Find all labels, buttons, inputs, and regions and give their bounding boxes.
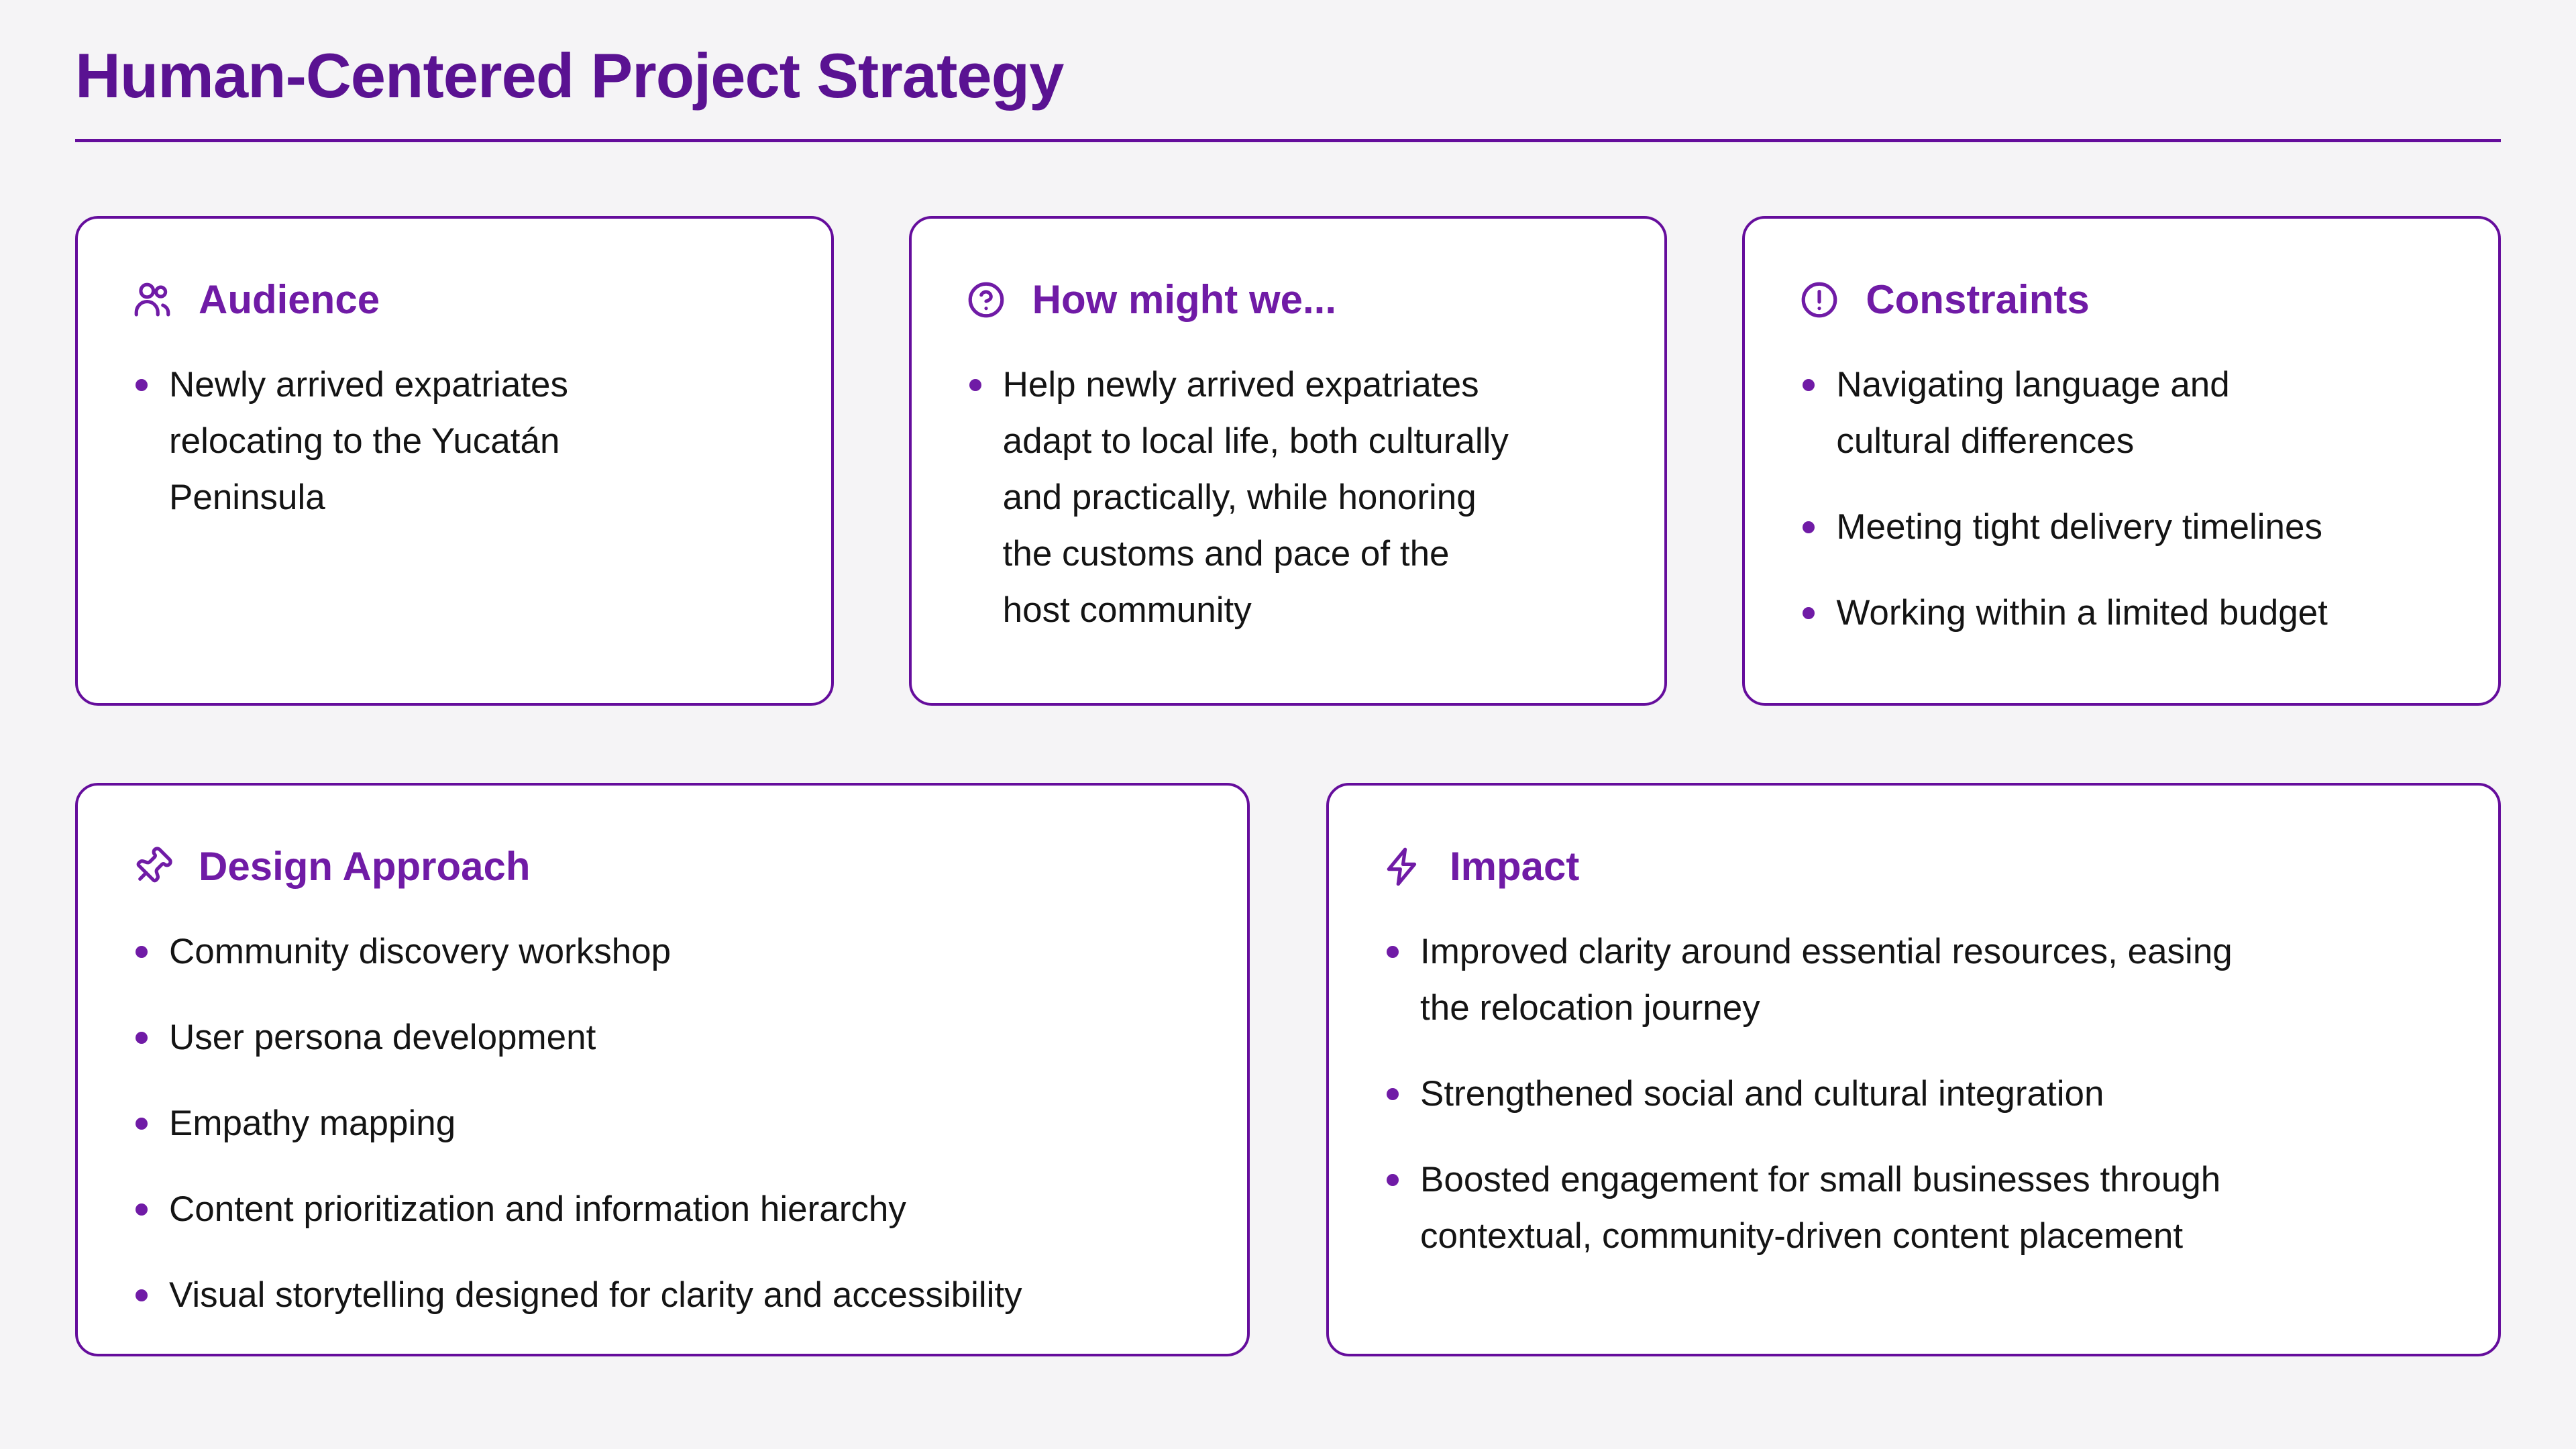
card-title: Constraints [1866, 277, 2090, 323]
title-divider [75, 139, 2501, 143]
bullet-list: Newly arrived expatriates relocating to … [131, 357, 777, 526]
bullet-item: Navigating language and cultural differe… [1799, 357, 2445, 470]
bullet-item: User persona development [131, 1010, 1193, 1066]
bullet-item: Boosted engagement for small businesses … [1383, 1152, 2445, 1265]
card-audience: Audience Newly arrived expatriates reloc… [75, 216, 834, 706]
cards-row-bottom: Design Approach Community discovery work… [75, 783, 2501, 1357]
card-header: How might we... [965, 278, 1611, 322]
bullet-item: Meeting tight delivery timelines [1799, 499, 2445, 555]
bullet-item: Empathy mapping [131, 1095, 1193, 1152]
bullet-list: Improved clarity around essential resour… [1383, 924, 2445, 1265]
bullet-item: Visual storytelling designed for clarity… [131, 1267, 1193, 1324]
cards-row-top: Audience Newly arrived expatriates reloc… [75, 216, 2501, 706]
bullet-item: Help newly arrived expatriates adapt to … [965, 357, 1611, 639]
card-title: How might we... [1032, 277, 1336, 323]
bullet-item: Content prioritization and information h… [131, 1181, 1193, 1238]
bullet-item: Working within a limited budget [1799, 585, 2445, 641]
page-title: Human-Centered Project Strategy [75, 40, 1064, 111]
bullet-item: Improved clarity around essential resour… [1383, 924, 2445, 1036]
card-header: Audience [131, 278, 777, 322]
card-constraints: Constraints Navigating language and cult… [1742, 216, 2501, 706]
card-design-approach: Design Approach Community discovery work… [75, 783, 1250, 1357]
card-title: Audience [199, 277, 380, 323]
bullet-list: Help newly arrived expatriates adapt to … [965, 357, 1611, 639]
card-header: Impact [1383, 845, 2445, 889]
page-header: Human-Centered Project Strategy [75, 40, 2501, 143]
alert-circle-icon [1799, 279, 1840, 321]
bullet-item: Newly arrived expatriates relocating to … [131, 357, 777, 526]
card-title: Design Approach [199, 844, 531, 890]
card-header: Design Approach [131, 845, 1193, 889]
zap-icon [1383, 846, 1424, 888]
users-icon [131, 279, 173, 321]
pin-icon [131, 846, 173, 888]
card-title: Impact [1450, 844, 1580, 890]
card-header: Constraints [1799, 278, 2445, 322]
help-circle-icon [965, 279, 1007, 321]
card-how-might-we: How might we... Help newly arrived expat… [908, 216, 1668, 706]
bullet-item: Community discovery workshop [131, 924, 1193, 980]
card-impact: Impact Improved clarity around essential… [1326, 783, 2501, 1357]
bullet-item: Strengthened social and cultural integra… [1383, 1066, 2445, 1122]
bullet-list: Navigating language and cultural differe… [1799, 357, 2445, 641]
bullet-list: Community discovery workshop User person… [131, 924, 1193, 1324]
